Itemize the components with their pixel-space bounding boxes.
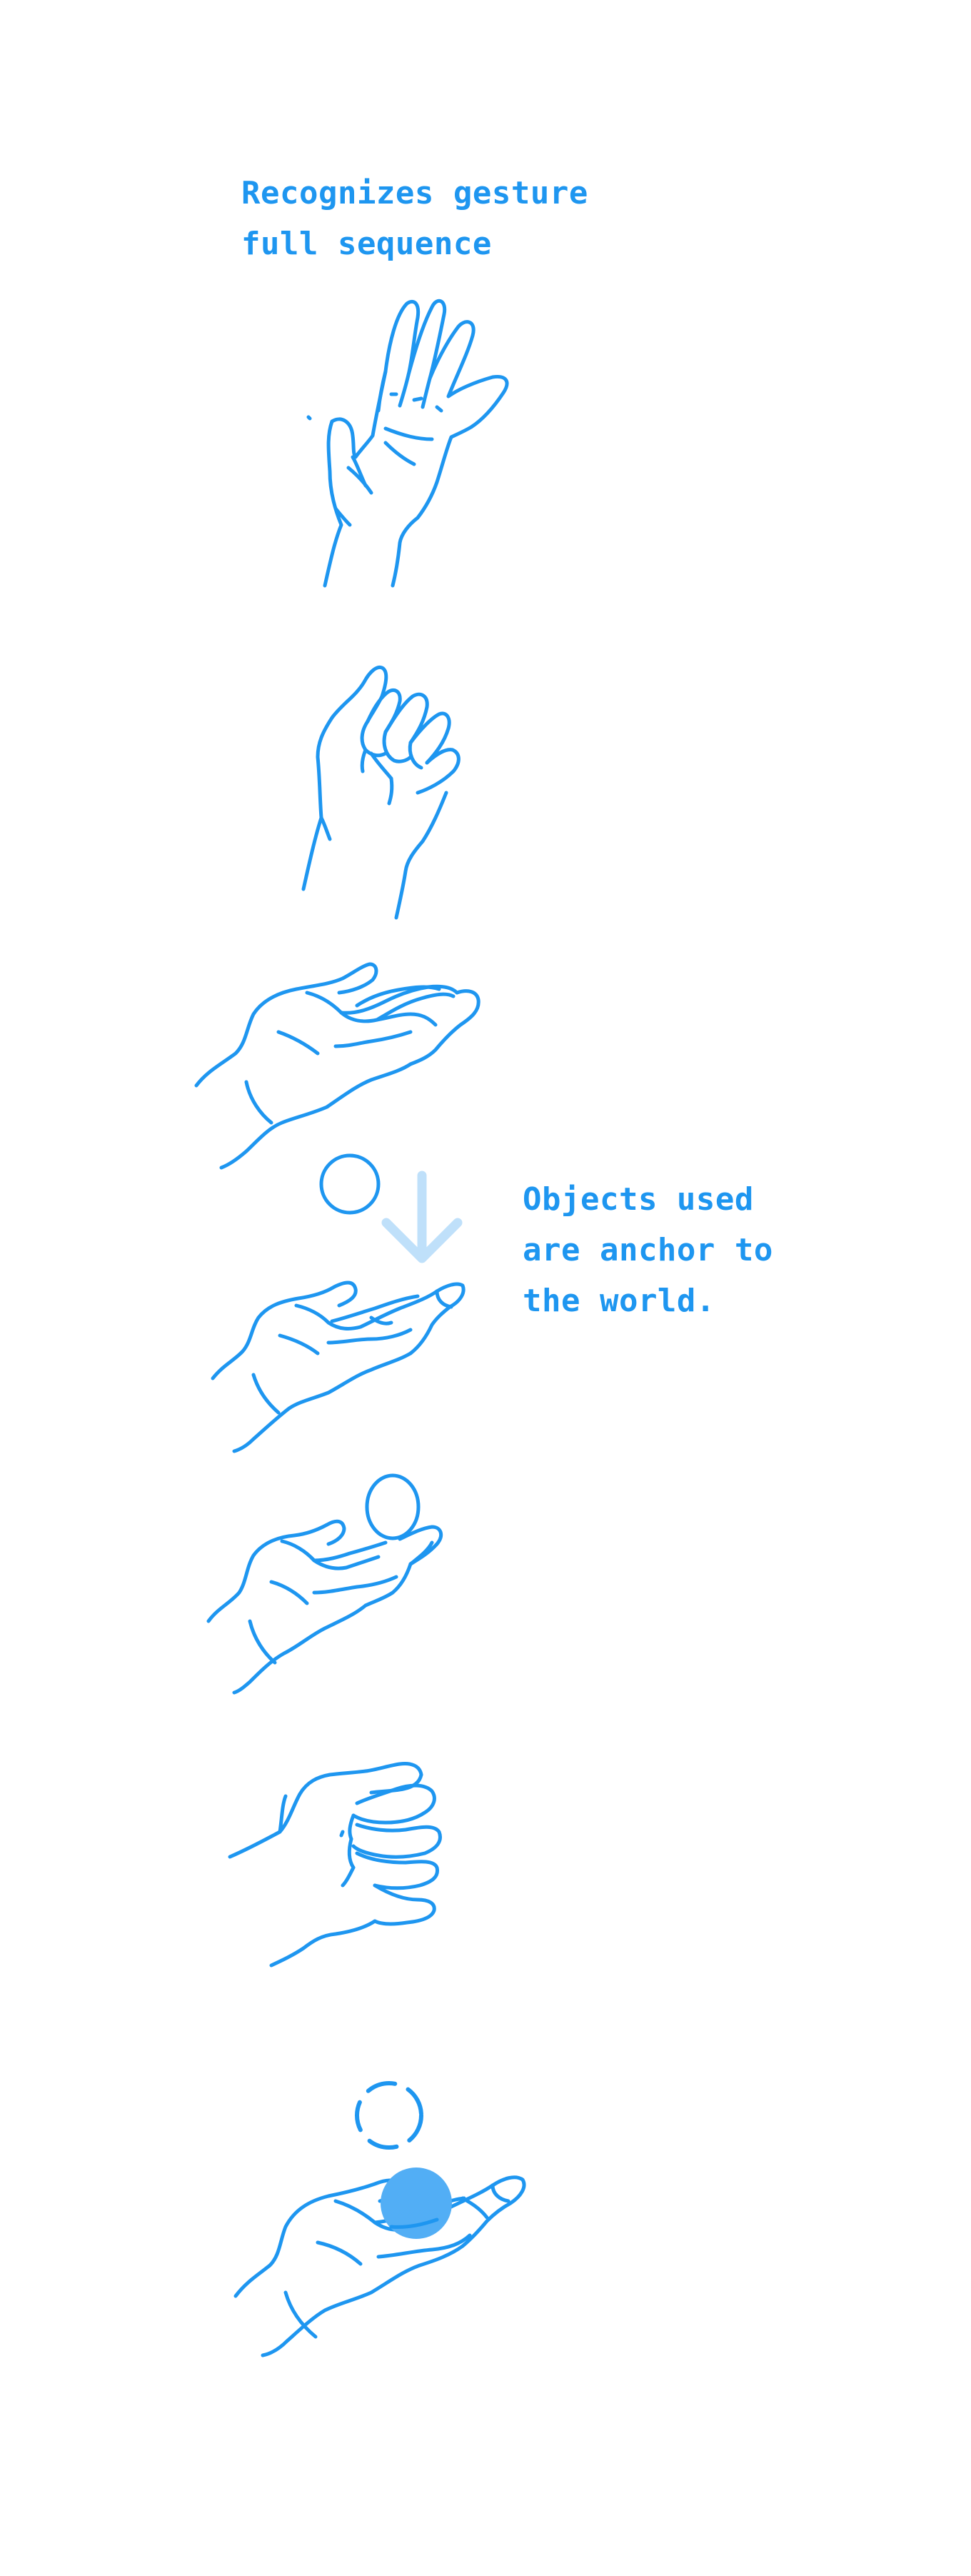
- cupped-hand-icon: [196, 964, 478, 1168]
- closed-fist-hand-icon: [230, 1764, 440, 1965]
- cupped-hand-icon: [236, 2177, 524, 2355]
- cupped-hand-icon: [213, 1283, 463, 1451]
- anchored-orb-icon: [381, 2167, 452, 2239]
- open-palm-hand-icon: [308, 301, 507, 586]
- cupped-hand-icon: [208, 1521, 441, 1693]
- closed-fist-hand-icon: [303, 667, 458, 918]
- down-arrow-icon: [386, 1176, 458, 1258]
- ring-object-icon: [321, 1156, 378, 1213]
- ring-object-icon: [357, 2083, 421, 2147]
- ring-object-icon: [367, 1475, 418, 1538]
